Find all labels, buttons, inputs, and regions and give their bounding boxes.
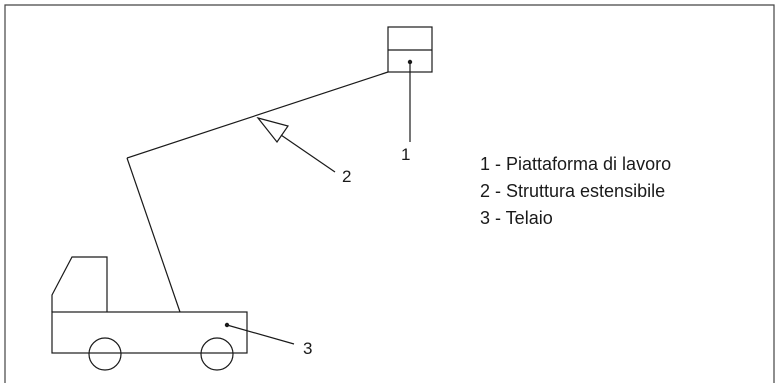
arrowhead [256,116,289,144]
leader-chassis: 3 [226,324,312,358]
legend-item-2: 2 - Struttura estensibile [480,181,665,201]
callout-1: 1 [401,145,410,164]
legend-item-3: 3 - Telaio [480,208,553,228]
extensible-boom [126,71,389,313]
legend: 1 - Piattaforma di lavoro 2 - Struttura … [480,154,671,228]
truck-chassis [51,256,248,371]
rear-wheel [200,337,234,371]
callout-2: 2 [342,167,351,186]
leader-boom: 2 [256,116,351,186]
callout-3: 3 [303,339,312,358]
front-wheel [88,337,122,371]
leader-platform: 1 [401,62,411,164]
diagram-frame [4,4,775,383]
legend-item-1: 1 - Piattaforma di lavoro [480,154,671,174]
